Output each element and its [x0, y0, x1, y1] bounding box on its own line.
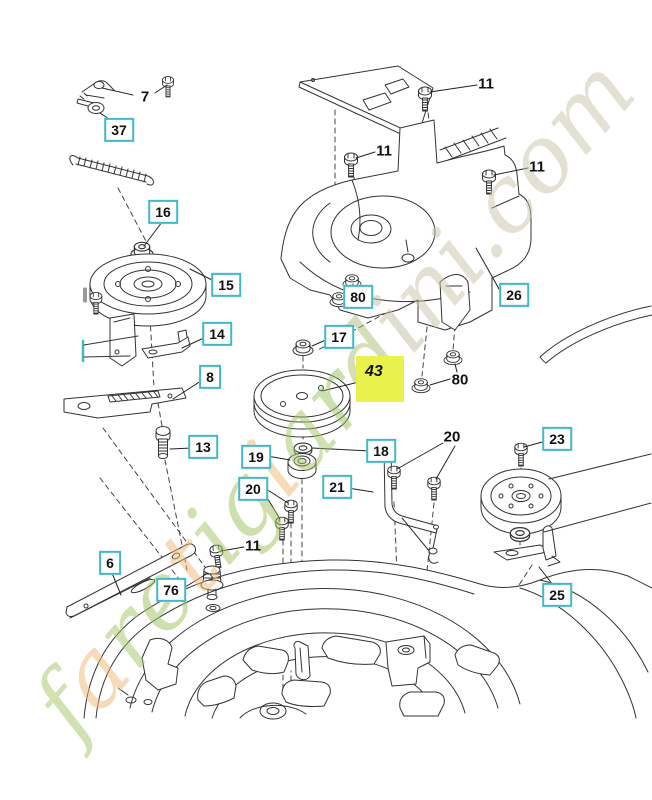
bearing-19 [287, 453, 317, 479]
callout-20-left[interactable]: 20 [238, 476, 268, 502]
pulley-15 [89, 253, 207, 327]
callout-80-upper[interactable]: 80 [343, 284, 373, 310]
spring [69, 155, 154, 186]
callout-14[interactable]: 14 [202, 321, 232, 347]
belt-arc [539, 305, 652, 364]
callout-7[interactable]: 7 [140, 88, 150, 106]
washer-37 [87, 102, 105, 114]
callout-16[interactable]: 16 [148, 199, 178, 225]
callout-11-bottom[interactable]: 11 [245, 537, 261, 555]
callout-20-right[interactable]: 20 [443, 428, 461, 446]
pulley-43 [253, 369, 351, 438]
callout-80-lower[interactable]: 80 [451, 371, 469, 389]
bracket-14 [109, 313, 191, 367]
bolt-11-mid [344, 152, 358, 178]
plate-8 [63, 387, 187, 419]
bolt-13 [155, 426, 171, 459]
callout-8[interactable]: 8 [199, 364, 221, 390]
bracket-25 [493, 525, 561, 567]
deck-cover-26 [280, 119, 532, 331]
callout-25[interactable]: 25 [542, 582, 572, 608]
washer-23 [509, 526, 531, 543]
bolt-20-r2 [427, 476, 441, 501]
callout-23[interactable]: 23 [542, 426, 572, 452]
pin-left [83, 287, 87, 303]
clipped-callout-left [81, 335, 139, 363]
callout-18[interactable]: 18 [366, 438, 396, 464]
callout-6[interactable]: 6 [99, 550, 121, 576]
callout-21[interactable]: 21 [322, 474, 352, 500]
callout-17[interactable]: 17 [324, 324, 354, 350]
callout-19[interactable]: 19 [241, 444, 271, 470]
callout-26[interactable]: 26 [499, 282, 529, 308]
callout-15[interactable]: 15 [211, 272, 241, 298]
lever-assembly-7 [76, 76, 174, 109]
callout-13[interactable]: 13 [188, 434, 218, 460]
leaders-to-right-edge [543, 453, 652, 533]
idler-pulley-23 [480, 468, 562, 535]
callout-43-highlighted[interactable]: 43 [356, 356, 404, 402]
callout-37[interactable]: 37 [104, 117, 134, 143]
callout-11-right[interactable]: 11 [529, 158, 545, 176]
idler-arm-21 [383, 446, 439, 564]
callout-11-mid[interactable]: 11 [376, 142, 392, 160]
nut-80-b1 [443, 350, 463, 366]
callout-76[interactable]: 76 [156, 577, 186, 603]
bar-6 [65, 543, 197, 619]
spindle-76 [200, 565, 224, 612]
deck-bottom-view [83, 559, 652, 720]
callout-11-top[interactable]: 11 [478, 75, 494, 93]
